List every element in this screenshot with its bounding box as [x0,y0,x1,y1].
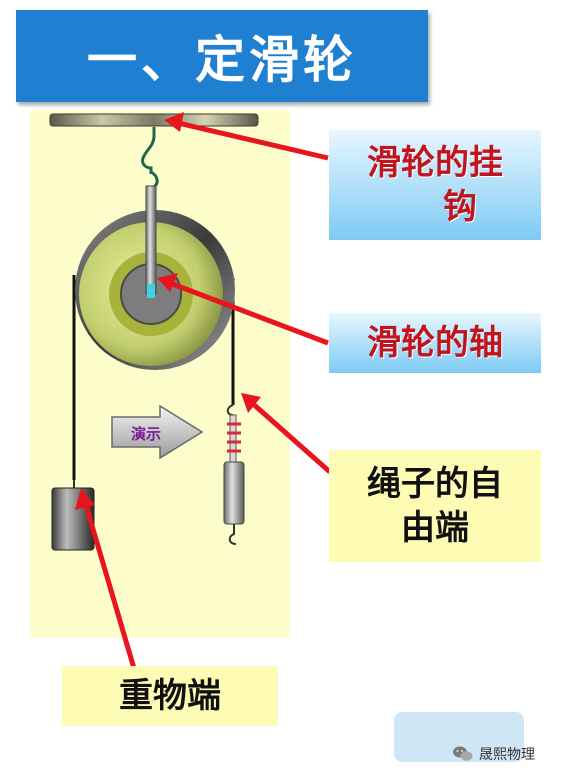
scale-bottom-hook [228,524,237,545]
arrow-to-hook [164,112,329,161]
hook-label-line2: 钩 [443,187,477,227]
wechat-icon [453,746,473,761]
ceiling-bar [49,113,259,127]
arrow-to-axle [157,273,329,346]
axle-pin [147,284,155,298]
hook-label-line1: 滑轮的挂 [367,143,503,183]
axle-bracket [145,185,157,295]
scale-top-hook [226,404,234,416]
scale-rod [229,414,237,464]
free-end-label: 绳子的自 由端 [329,450,541,562]
title-banner: 一、定滑轮 [16,10,428,102]
arrow-to-weight [75,488,141,683]
demo-arrow-label: 演示 [131,425,161,443]
watermark: 晟熙物理 [452,742,535,766]
pulley-hook [141,127,156,174]
watermark-text: 晟熙物理 [479,747,535,763]
hook-label: 滑轮的挂 钩 [329,130,541,240]
scale-body [223,461,245,525]
weight-end-label: 重物端 [62,666,278,726]
axle-label: 滑轮的轴 [329,313,541,373]
arrow-to-free-end [241,393,332,474]
demo-arrow-button[interactable]: 演示 [111,404,204,460]
free-end-label-line2: 由端 [401,508,469,548]
page-title: 一、定滑轮 [87,31,357,89]
free-end-label-line1: 绳子的自 [367,464,503,504]
